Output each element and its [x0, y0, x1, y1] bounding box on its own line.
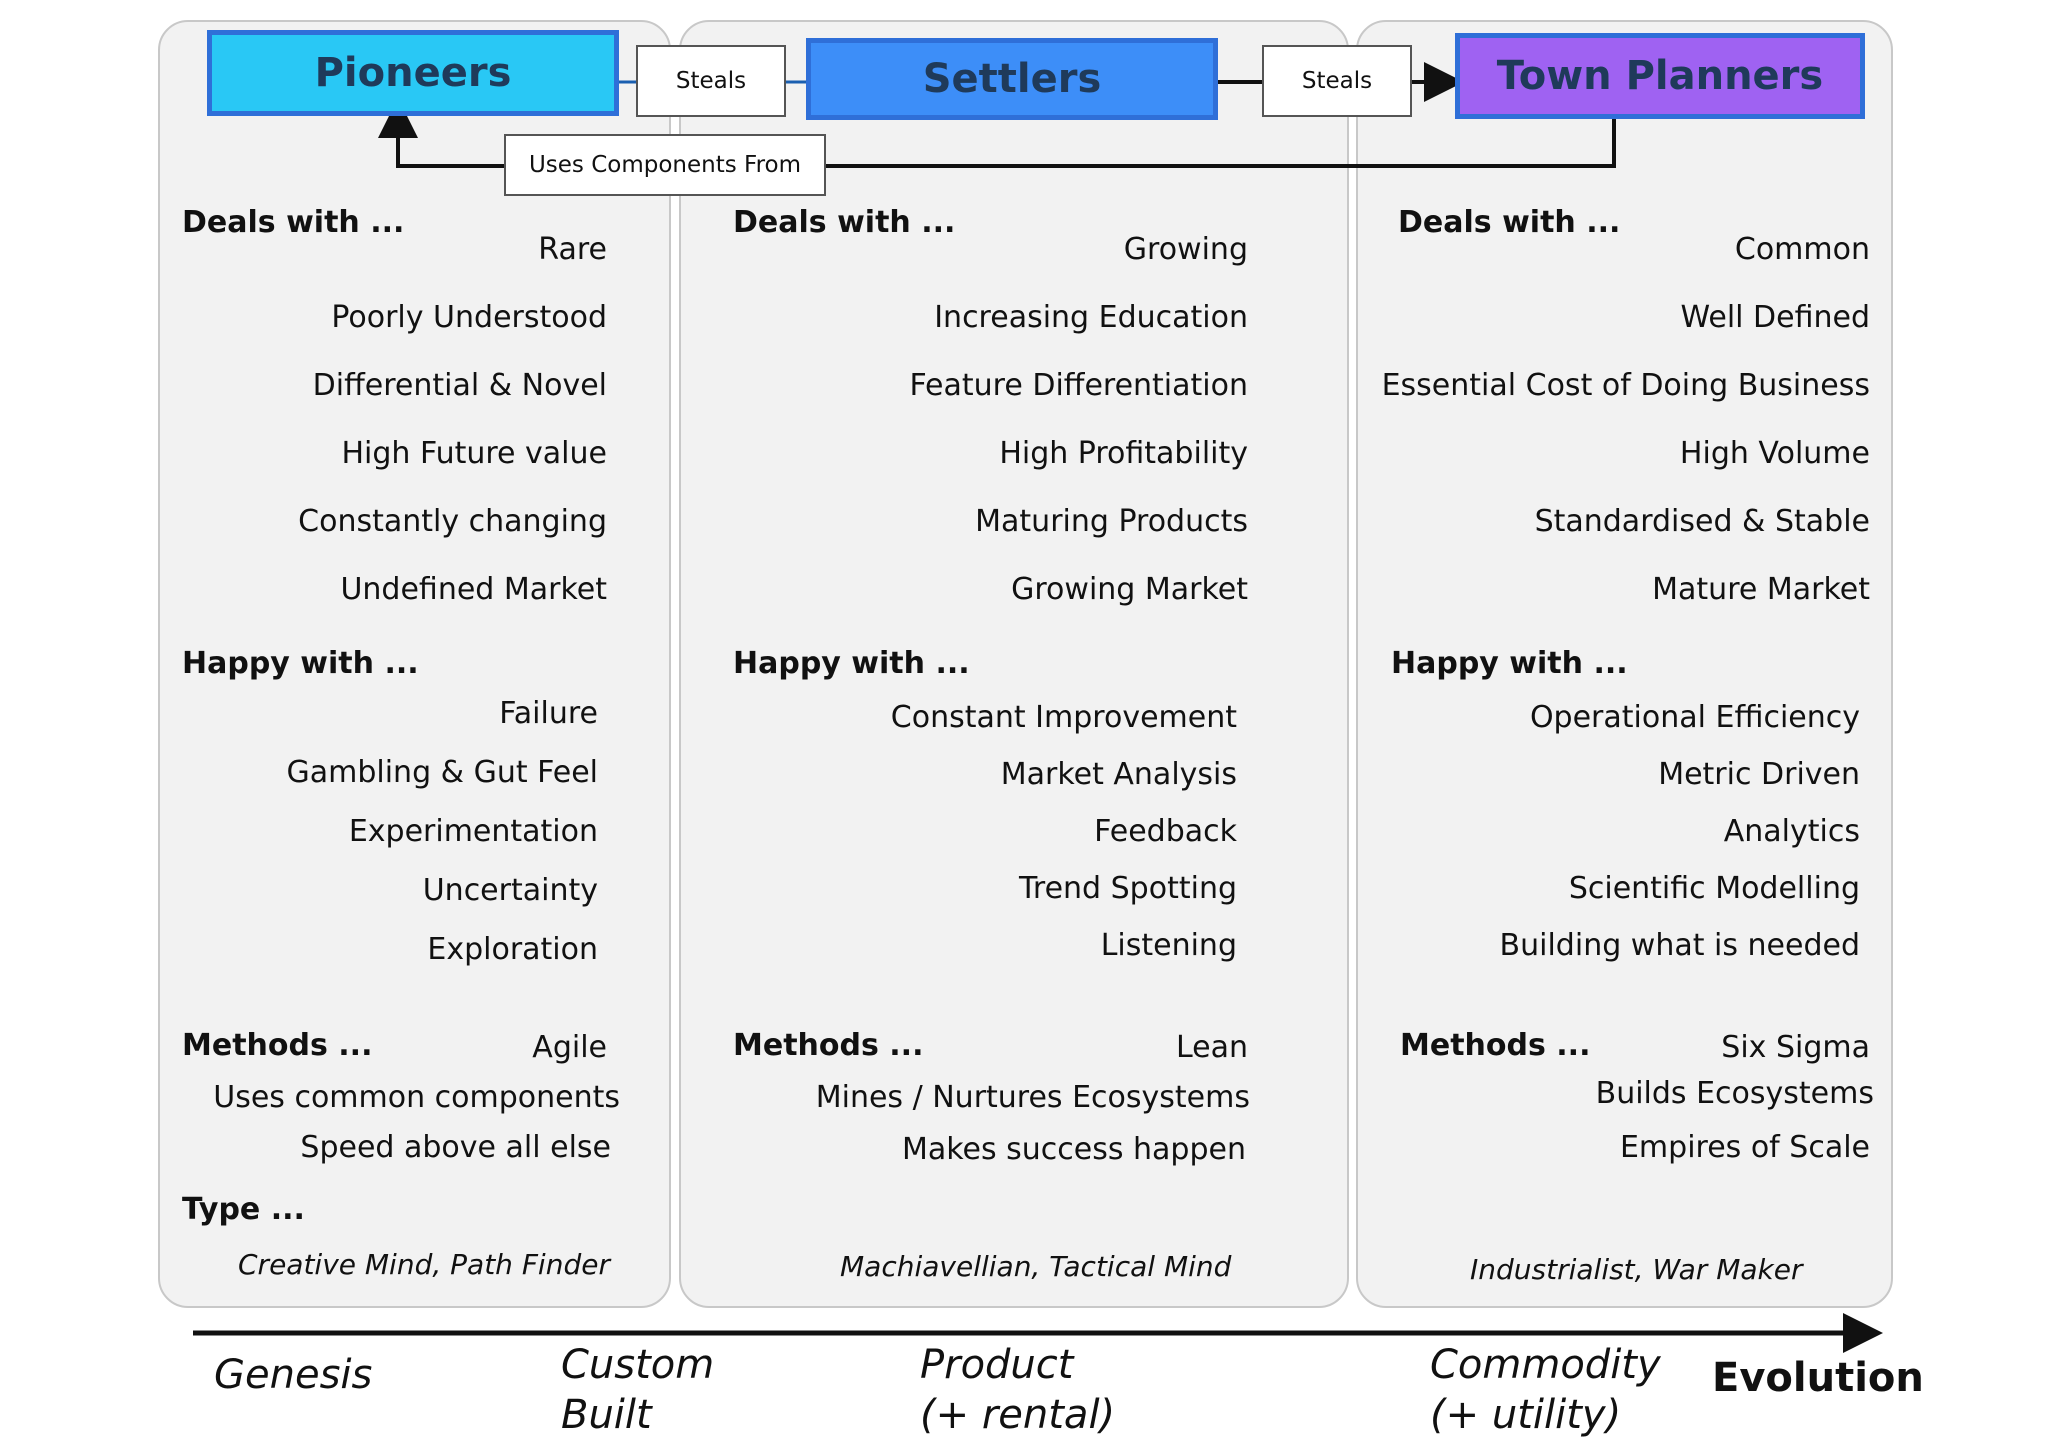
- stage-product-line1: Product: [920, 1342, 1074, 1388]
- town-planners-deals-item: Mature Market: [1652, 572, 1870, 607]
- stage-custom-line1: Custom: [561, 1342, 715, 1388]
- pioneers-deals-label: Deals with ...: [182, 205, 405, 240]
- town-planners-happy-item: Scientific Modelling: [1568, 871, 1860, 906]
- pioneers-methods-item: Uses common components: [213, 1080, 620, 1115]
- town-planners-deals-label: Deals with ...: [1398, 205, 1621, 240]
- settlers-happy-item: Constant Improvement: [890, 700, 1237, 735]
- evolution-axis-label: Evolution: [1712, 1355, 1924, 1401]
- settlers-deals-item: High Profitability: [999, 436, 1248, 471]
- settlers-deals-item: Feature Differentiation: [909, 368, 1248, 403]
- settlers-deals-item: Increasing Education: [934, 300, 1248, 335]
- pioneers-type: Creative Mind, Path Finder: [238, 1248, 610, 1281]
- pioneers-happy-item: Experimentation: [348, 814, 598, 849]
- settlers-deals-label: Deals with ...: [733, 205, 956, 240]
- pioneers-deals-item: Constantly changing: [298, 504, 607, 539]
- pioneers-deals-item: Poorly Understood: [331, 300, 607, 335]
- settlers-header: Settlers: [806, 38, 1218, 120]
- settlers-happy-item: Feedback: [1094, 814, 1237, 849]
- town-planners-methods-item: Six Sigma: [1721, 1030, 1870, 1065]
- town-planners-happy-item: Analytics: [1723, 814, 1860, 849]
- settlers-panel: [679, 20, 1349, 1308]
- town-planners-panel: [1356, 20, 1893, 1308]
- pioneers-happy-item: Gambling & Gut Feel: [286, 755, 598, 790]
- stage-product-line2: (+ rental): [920, 1392, 1116, 1438]
- settlers-type: Machiavellian, Tactical Mind: [840, 1250, 1232, 1283]
- stage-commodity: Commodity (+ utility): [1430, 1340, 1661, 1440]
- town-planners-type: Industrialist, War Maker: [1470, 1253, 1803, 1286]
- town-planners-happy-item: Operational Efficiency: [1529, 700, 1860, 735]
- town-planners-happy-label: Happy with ...: [1391, 646, 1628, 681]
- town-planners-deals-item: High Volume: [1679, 436, 1870, 471]
- town-planners-methods-item: Empires of Scale: [1619, 1130, 1870, 1165]
- pioneers-happy-label: Happy with ...: [182, 646, 419, 681]
- settlers-happy-item: Market Analysis: [1000, 757, 1237, 792]
- town-planners-happy-item: Metric Driven: [1658, 757, 1860, 792]
- settlers-deals-item: Growing: [1123, 232, 1248, 267]
- pioneers-happy-item: Exploration: [427, 932, 598, 967]
- settlers-happy-item: Trend Spotting: [1019, 871, 1237, 906]
- town-planners-deals-item: Essential Cost of Doing Business: [1381, 368, 1870, 403]
- steals-tag-2: Steals: [1262, 45, 1412, 117]
- pioneers-methods-item: Speed above all else: [300, 1130, 611, 1165]
- settlers-deals-item: Maturing Products: [975, 504, 1248, 539]
- town-planners-methods-label: Methods ...: [1400, 1028, 1591, 1063]
- settlers-happy-label: Happy with ...: [733, 646, 970, 681]
- settlers-methods-item: Mines / Nurtures Ecosystems: [815, 1080, 1250, 1115]
- pioneers-panel: [158, 20, 671, 1308]
- pioneers-deals-item: Differential & Novel: [312, 368, 607, 403]
- town-planners-happy-item: Building what is needed: [1499, 928, 1860, 963]
- uses-components-from-tag: Uses Components From: [504, 134, 826, 196]
- stage-product: Product (+ rental): [920, 1340, 1115, 1440]
- stage-commodity-line1: Commodity: [1430, 1342, 1661, 1388]
- town-planners-deals-item: Standardised & Stable: [1534, 504, 1870, 539]
- town-planners-methods-item: Builds Ecosystems: [1595, 1076, 1874, 1111]
- stage-commodity-line2: (+ utility): [1430, 1392, 1622, 1438]
- pioneers-happy-item: Uncertainty: [422, 873, 598, 908]
- pioneers-header: Pioneers: [207, 30, 619, 116]
- settlers-methods-label: Methods ...: [733, 1028, 924, 1063]
- pioneers-deals-item: Rare: [538, 232, 607, 267]
- pioneers-type-label: Type ...: [182, 1192, 305, 1227]
- settlers-methods-item: Makes success happen: [901, 1132, 1246, 1167]
- pioneers-methods-label: Methods ...: [182, 1028, 373, 1063]
- town-planners-deals-item: Common: [1734, 232, 1870, 267]
- steals-tag-1: Steals: [636, 45, 786, 117]
- pioneers-deals-item: High Future value: [341, 436, 607, 471]
- settlers-deals-item: Growing Market: [1011, 572, 1248, 607]
- pioneers-happy-item: Failure: [499, 696, 598, 731]
- stage-genesis: Genesis: [214, 1350, 372, 1400]
- stage-custom-built: Custom Built: [561, 1340, 714, 1440]
- stage-custom-line2: Built: [561, 1392, 652, 1438]
- pioneers-deals-item: Undefined Market: [340, 572, 607, 607]
- settlers-methods-item: Lean: [1175, 1030, 1248, 1065]
- town-planners-deals-item: Well Defined: [1680, 300, 1870, 335]
- uses-components-line: [378, 98, 1616, 168]
- stage-genesis-line1: Genesis: [214, 1352, 373, 1398]
- settlers-happy-item: Listening: [1100, 928, 1237, 963]
- town-planners-header: Town Planners: [1455, 33, 1865, 119]
- pioneers-methods-item: Agile: [532, 1030, 607, 1065]
